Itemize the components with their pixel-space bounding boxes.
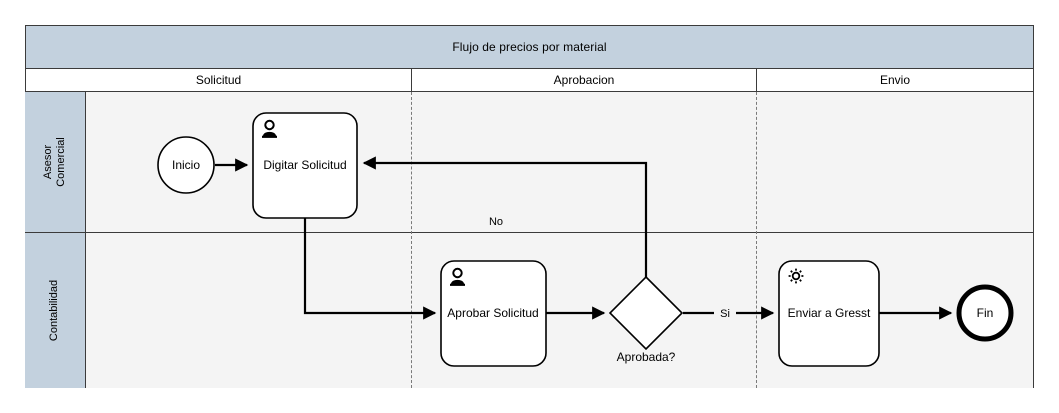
lane-label-line1: Asesor	[41, 144, 54, 180]
phase-header-row: Solicitud Aprobacion Envio	[25, 69, 1034, 92]
pool-title-label: Flujo de precios por material	[452, 40, 607, 54]
lane-body-contabilidad	[86, 233, 1033, 388]
phase-label-envio: Envio	[879, 73, 911, 87]
phase-label-solicitud: Solicitud	[195, 73, 242, 87]
phase-separator-1	[411, 92, 412, 388]
phase-separator-2	[756, 92, 757, 388]
lane-label-line2: Comercial	[54, 137, 67, 187]
lane-header-label-asesor-comercial: Asesor Comercial	[42, 137, 68, 187]
lane-header-contabilidad: Contabilidad	[25, 233, 86, 388]
lane-header-asesor-comercial: Asesor Comercial	[25, 92, 86, 233]
lane-header-label-contabilidad: Contabilidad	[49, 280, 62, 341]
phase-header-aprobacion: Aprobacion	[412, 69, 757, 91]
phase-header-envio: Envio	[757, 69, 1033, 91]
lane-body-asesor-comercial	[86, 92, 1033, 233]
phase-label-aprobacion: Aprobacion	[553, 73, 615, 87]
phase-header-solicitud: Solicitud	[26, 69, 412, 91]
pool-title: Flujo de precios por material	[25, 25, 1034, 69]
lane-label-line1: Contabilidad	[48, 279, 61, 342]
